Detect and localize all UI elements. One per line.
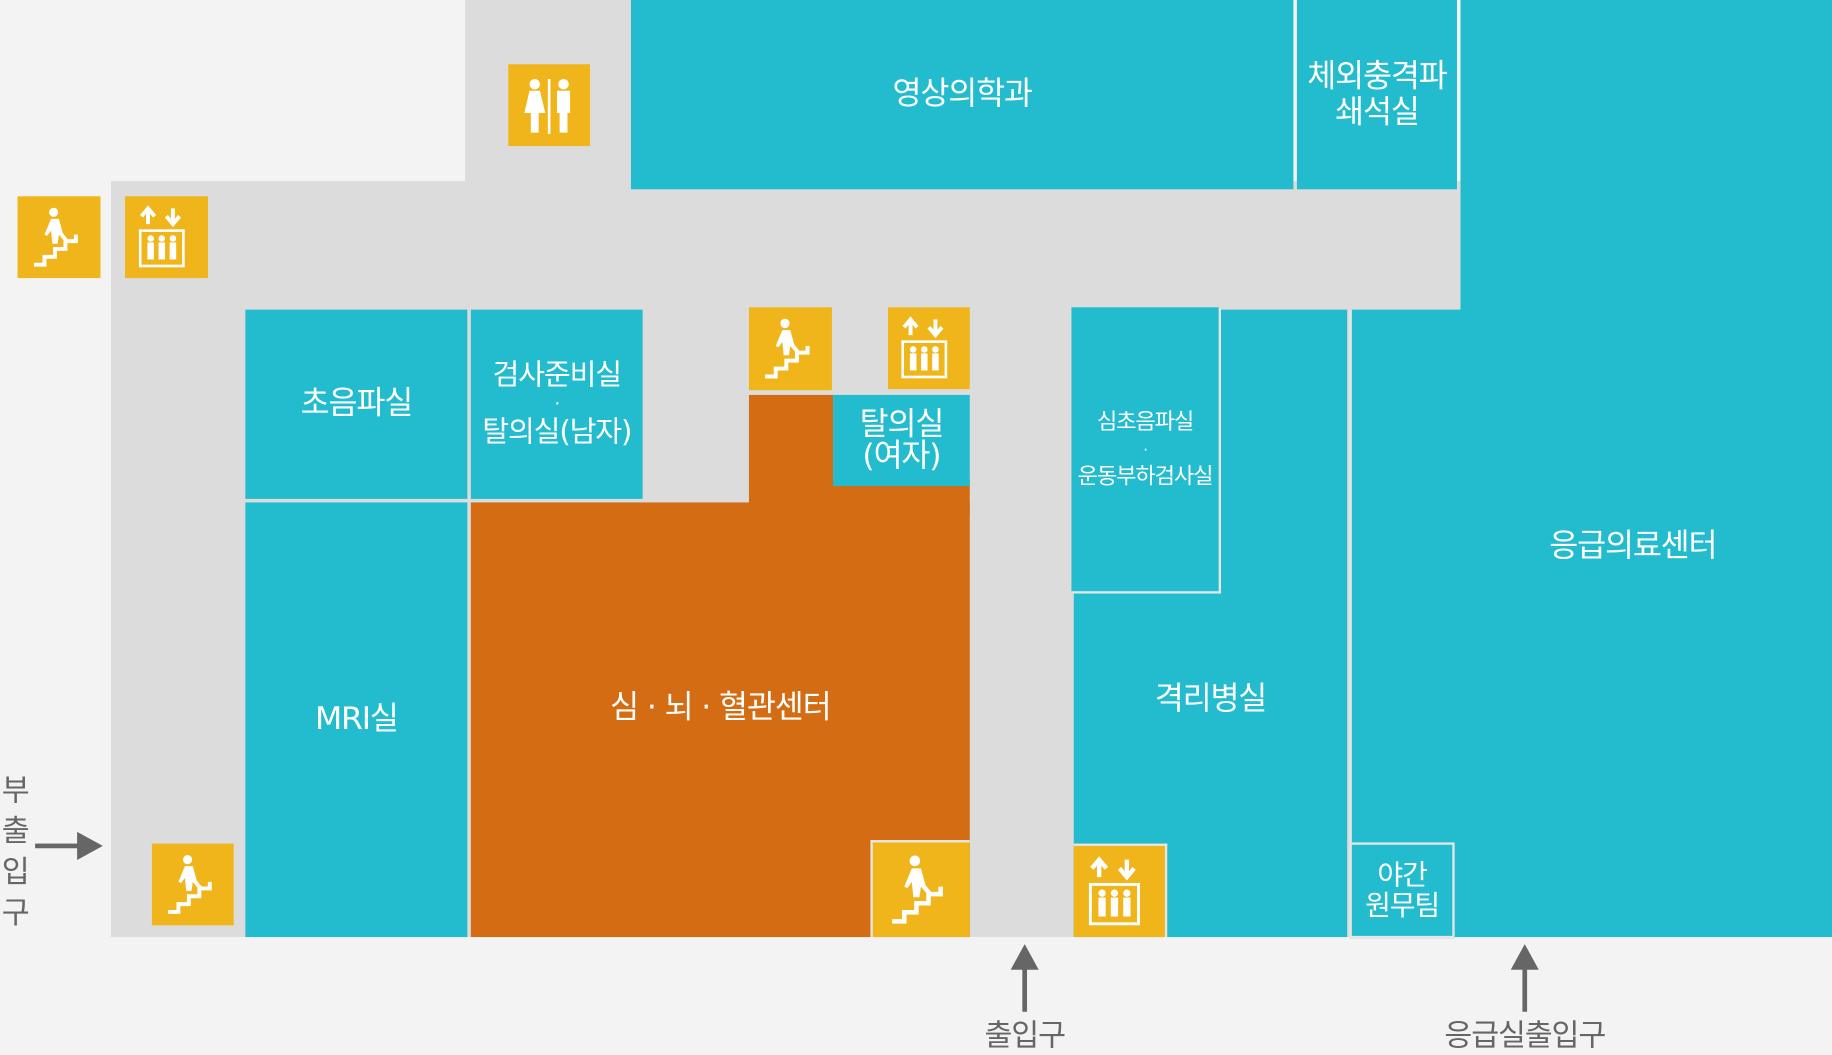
room-label: 초음파실 <box>300 386 414 423</box>
room-label: 심초음파실 <box>1096 408 1194 435</box>
room-emergency[interactable]: 응급의료센터 <box>1349 309 1832 938</box>
room-emergency-top[interactable] <box>1460 0 1832 316</box>
room-echo[interactable]: 심초음파실 · 운동부하검사실 <box>1071 307 1221 594</box>
side-entrance-label: 부 출 입 구 <box>0 771 30 935</box>
room-label: 원무팀 <box>1365 889 1440 922</box>
room-label: 심 · 뇌 · 혈관센터 <box>610 689 831 727</box>
room-dressing-female[interactable]: 탈의실(여자) <box>833 394 970 487</box>
label-char: 입 <box>1 855 30 891</box>
arrow-right-icon <box>35 831 103 860</box>
room-label: MRI실 <box>314 701 399 738</box>
stairs-icon[interactable] <box>151 843 234 926</box>
room-label: · <box>1143 441 1147 458</box>
elevator-icon[interactable] <box>125 196 208 279</box>
room-label: 격리병실 <box>1154 681 1268 718</box>
label-char: 출 <box>1 814 30 850</box>
room-label: · <box>554 392 560 415</box>
room-label: 체외충격파 <box>1307 58 1447 95</box>
room-label: 응급의료센터 <box>1549 528 1717 565</box>
room-mri[interactable]: MRI실 <box>245 502 468 938</box>
cardio-center-extension <box>748 394 834 512</box>
arrow-up-icon <box>1010 944 1039 1012</box>
main-entrance-label: 출입구 <box>984 1018 1067 1054</box>
arrow-up-icon <box>1510 944 1539 1012</box>
stairs-icon[interactable] <box>870 840 970 938</box>
elevator-icon[interactable] <box>1073 843 1168 938</box>
room-ultrasound[interactable]: 초음파실 <box>245 309 468 499</box>
emergency-entrance-label: 응급실출입구 <box>1444 1018 1606 1054</box>
label-char: 부 <box>1 773 30 809</box>
room-label: (여자) <box>862 438 941 475</box>
room-label: 야간 <box>1377 858 1427 892</box>
room-label: 탈의실(남자) <box>482 415 632 450</box>
restroom-icon[interactable] <box>508 64 591 147</box>
room-label: 검사준비실 <box>492 357 622 392</box>
stairs-icon[interactable] <box>748 307 832 391</box>
room-label: 탈의실 <box>859 406 945 443</box>
room-radiology[interactable]: 영상의학과 <box>630 0 1294 190</box>
elevator-icon[interactable] <box>887 307 970 390</box>
room-label: 운동부하검사실 <box>1077 463 1214 489</box>
room-label: 영상의학과 <box>892 76 1033 113</box>
room-exam-prep[interactable]: 검사준비실·탈의실(남자) <box>470 309 643 499</box>
room-label: 쇄석실 <box>1335 94 1420 131</box>
label-char: 구 <box>1 896 30 932</box>
stairs-icon[interactable] <box>17 196 101 279</box>
